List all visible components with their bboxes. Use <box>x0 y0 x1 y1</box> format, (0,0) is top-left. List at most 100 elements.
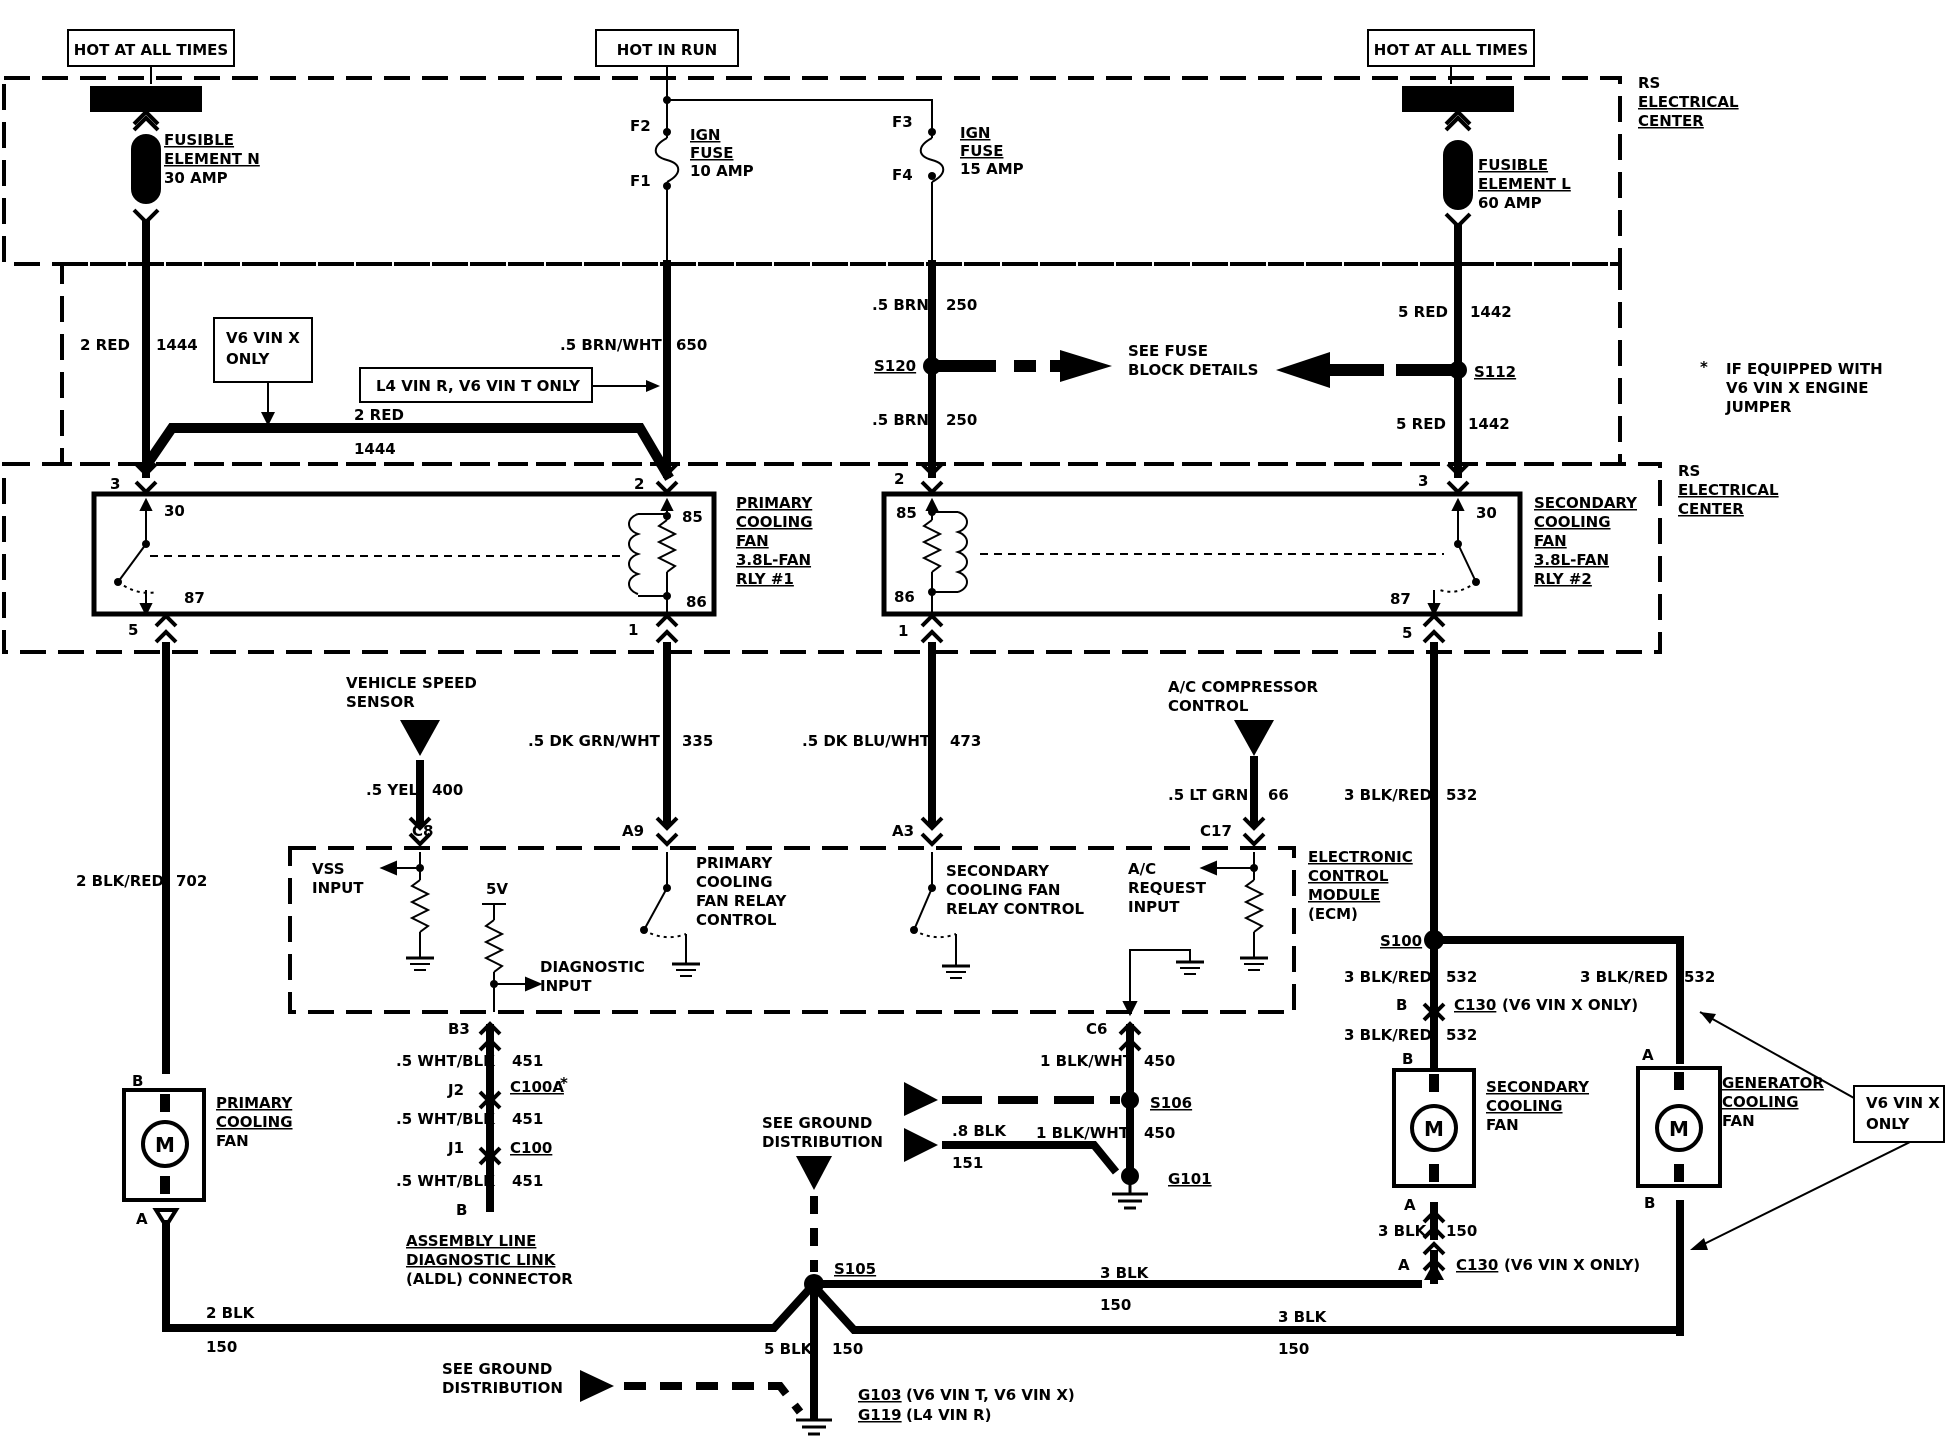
ground-g119: G119 <box>858 1406 902 1424</box>
callout-v6-vin-x-top: V6 VIN X ONLY <box>213 317 313 426</box>
ecm-ac-request-1: A/C <box>1128 860 1156 878</box>
wire-451a-circuit: 451 <box>512 1052 543 1070</box>
secondary-fan-motor-icon <box>1410 1104 1458 1152</box>
relay2-term-85: 85 <box>896 504 917 522</box>
wire-1444b-circuit: 1444 <box>354 440 396 458</box>
c130-b-note: (V6 VIN X ONLY) <box>1502 996 1638 1014</box>
ac-input-triangle <box>1234 720 1274 756</box>
fuse-block-arrows <box>932 350 1458 388</box>
ign-fuse-10-label-1: IGN <box>690 126 720 144</box>
generator-fan-m: M <box>1669 1117 1689 1141</box>
wire-1442a-gauge: 5 RED <box>1398 303 1448 321</box>
ecm-label-2: CONTROL <box>1308 867 1389 885</box>
aldl-c100a-star: * <box>560 1074 568 1092</box>
wire-532b-gauge: 3 BLK/RED <box>1344 968 1432 986</box>
splice-s120 <box>923 357 941 375</box>
wire-451a-gauge: .5 WHT/BLK <box>396 1052 496 1070</box>
see-fuse-block-1: SEE FUSE <box>1128 342 1208 360</box>
see-ground-1-line1: SEE GROUND <box>762 1114 872 1132</box>
source-center: HOT IN RUN <box>595 29 739 67</box>
secondary-cooling-fan-motor: M B A SECONDARY COOLING FAN <box>1392 1050 1590 1214</box>
wires-top <box>139 220 1462 481</box>
wire-450a-circuit: 450 <box>1144 1052 1175 1070</box>
ign-fuse-10-label-2: FUSE <box>690 144 733 162</box>
ecm-vss-input-1: VSS <box>312 860 345 878</box>
primary-fan-label-3: FAN <box>216 1132 249 1150</box>
ecm-label-1: ELECTRONIC <box>1308 848 1413 866</box>
aldl-label-3: (ALDL) CONNECTOR <box>406 1270 573 1288</box>
relay-1-primary: 3 2 5 1 30 85 87 86 PRIMARY COOLING FAN … <box>91 475 813 639</box>
wire-451c-circuit: 451 <box>512 1172 543 1190</box>
g151-feed-triangle <box>904 1128 938 1162</box>
generator-fan-motor-icon <box>1655 1104 1703 1152</box>
secondary-fan-label-3: FAN <box>1486 1116 1519 1134</box>
splice-s105 <box>804 1274 824 1294</box>
wire-532c-circuit: 532 <box>1684 968 1715 986</box>
wire-702-circuit: 702 <box>176 872 207 890</box>
ecm-primary-ctrl-3: FAN RELAY <box>696 892 787 910</box>
wire-335-circuit: 335 <box>682 732 713 750</box>
ecm-pin-c17: C17 <box>1200 822 1232 840</box>
relay1-pin-1: 1 <box>628 621 638 639</box>
wire-532c-gauge: 3 BLK/RED <box>1580 968 1668 986</box>
wire-1444-gauge: 2 RED <box>80 336 130 354</box>
wire-400-gauge: .5 YEL <box>366 781 418 799</box>
relay2-pin-1: 1 <box>898 622 908 640</box>
wire-151-circuit: 151 <box>952 1154 983 1172</box>
callout-v6-right-1: V6 VIN X <box>1866 1094 1940 1112</box>
secondary-fan-label-1: SECONDARY <box>1486 1078 1590 1096</box>
aldl-j2: J2 <box>447 1081 464 1099</box>
wire-150-main-gauge: 2 BLK <box>206 1304 256 1322</box>
wire-250a-gauge: .5 BRN <box>872 296 929 314</box>
aldl-c100a: C100A <box>510 1078 564 1096</box>
c130-a-pin: A <box>1398 1256 1410 1274</box>
generator-fan-label-3: FAN <box>1722 1112 1755 1130</box>
ground-bus <box>162 1216 1684 1420</box>
wire-532a-circuit: 532 <box>1446 786 1477 804</box>
relay1-label-3: FAN <box>736 532 769 550</box>
relay2-label-2: COOLING <box>1534 513 1611 531</box>
bus-bar-right <box>1402 86 1514 112</box>
rs-label-bottom-1: RS <box>1678 462 1700 480</box>
rs-label-top-1: RS <box>1638 74 1660 92</box>
wire-532b-circuit: 532 <box>1446 968 1477 986</box>
ground-g103: G103 <box>858 1386 902 1404</box>
ac-compressor-label-2: CONTROL <box>1168 697 1249 715</box>
generator-fan-label-2: COOLING <box>1722 1093 1799 1111</box>
primary-cooling-fan-motor: M B A PRIMARY COOLING FAN <box>122 1072 293 1228</box>
callout-v6-right-2: ONLY <box>1866 1115 1911 1133</box>
vss-label-2: SENSOR <box>346 693 415 711</box>
see-fuse-block-2: BLOCK DETAILS <box>1128 361 1258 379</box>
source-left: HOT AT ALL TIMES <box>67 29 235 67</box>
callout-v6-vin-x-right: V6 VIN X ONLY <box>1690 1011 1945 1250</box>
vss-label-1: VEHICLE SPEED <box>346 674 477 692</box>
primary-fan-label-1: PRIMARY <box>216 1094 293 1112</box>
see-ground-1-line2: DISTRIBUTION <box>762 1133 883 1151</box>
wire-1442b-gauge: 5 RED <box>1396 415 1446 433</box>
relay1-pin-2: 2 <box>634 475 644 493</box>
relay2-label-1: SECONDARY <box>1534 494 1638 512</box>
generator-fan-pin-b: B <box>1644 1194 1655 1212</box>
ac-compressor-label-1: A/C COMPRESSOR <box>1168 678 1318 696</box>
ign-fuse-10-label-3: 10 AMP <box>690 162 754 180</box>
lower-connector-chevrons <box>408 816 1446 1272</box>
wire-1442b-circuit: 1442 <box>1468 415 1510 433</box>
wire-150-sec-gauge: 3 BLK <box>1378 1222 1428 1240</box>
generator-cooling-fan-motor: M A B GENERATOR COOLING FAN <box>1636 1046 1824 1212</box>
wire-150-gen-circuit: 150 <box>1278 1340 1309 1358</box>
fusible-element-l-icon <box>1443 109 1473 229</box>
wire-66-gauge: .5 LT GRN <box>1168 786 1248 804</box>
aldl-label-1: ASSEMBLY LINE <box>406 1232 536 1250</box>
wire-450b-circuit: 450 <box>1144 1124 1175 1142</box>
generator-fan-label-1: GENERATOR <box>1722 1074 1824 1092</box>
primary-fan-m: M <box>155 1133 175 1157</box>
relay2-label-4: 3.8L-FAN <box>1534 551 1609 569</box>
if-equipped-star: * <box>1700 358 1708 376</box>
wire-150-s105-circuit: 150 <box>832 1340 863 1358</box>
splice-s120-label: S120 <box>874 357 916 375</box>
ground-g119-note: (L4 VIN R) <box>906 1406 991 1424</box>
ecm-secondary-ctrl-1: SECONDARY <box>946 862 1050 880</box>
c130-a: C130 <box>1456 1256 1498 1274</box>
if-equipped-1: IF EQUIPPED WITH <box>1726 360 1883 378</box>
